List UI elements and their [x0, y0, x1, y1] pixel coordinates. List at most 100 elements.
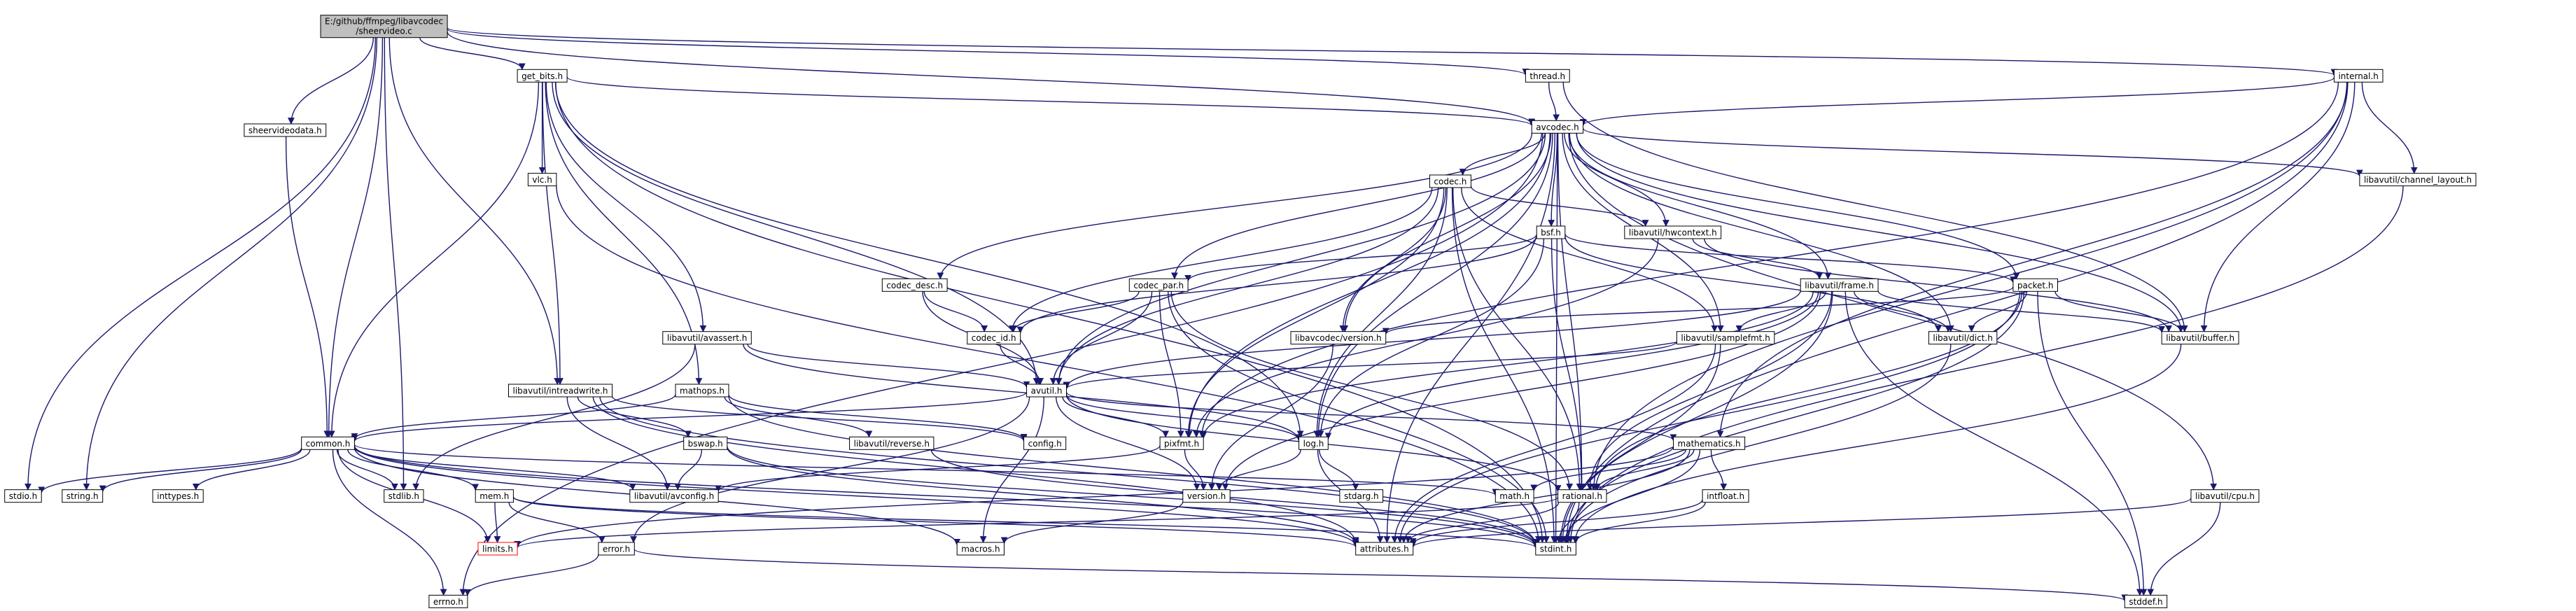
node-internal[interactable]: internal.h: [2334, 69, 2384, 83]
edge-root-to-intreadwrite: [388, 37, 561, 385]
node-box-vlc: [527, 173, 557, 187]
edge-common-to-errno: [332, 449, 447, 596]
edge-common-to-attributes: [354, 445, 1359, 547]
node-label-thread: thread.h: [1530, 71, 1565, 81]
node-codec_id[interactable]: codec_id.h: [967, 331, 1021, 345]
edge-root-to-string: [83, 37, 377, 491]
edge-packet-to-stddef: [2037, 291, 2148, 596]
edge-mathematics-to-attributes: [1400, 449, 1690, 543]
node-string[interactable]: string.h: [62, 489, 104, 503]
node-box-codec_id: [967, 331, 1021, 345]
edge-avcodec-to-codec_par: [1171, 133, 1542, 280]
edge-avassert-to-log: [743, 344, 1303, 442]
node-avcodec[interactable]: avcodec.h: [1531, 120, 1584, 134]
node-get_bits[interactable]: get_bits.h: [517, 69, 568, 83]
edge-get_bits-to-stdint: [555, 82, 1546, 543]
edge-codec_id-to-avutil: [1000, 344, 1044, 385]
node-intfloat[interactable]: intfloat.h: [1702, 489, 1749, 503]
node-label-codec_id: codec_id.h: [972, 333, 1016, 343]
node-log[interactable]: log.h: [1298, 436, 1329, 450]
node-samplefmt[interactable]: libavutil/samplefmt.h: [1676, 331, 1775, 345]
node-stddef[interactable]: stddef.h: [2124, 594, 2168, 608]
edge-avassert-to-stdlib: [412, 344, 696, 491]
edge-get_bits-to-intreadwrite: [542, 82, 564, 385]
node-bsf[interactable]: bsf.h: [1536, 225, 1566, 239]
node-codec[interactable]: codec.h: [1429, 174, 1471, 188]
node-label-inttypes: inttypes.h: [157, 491, 199, 501]
edge-avutil-to-pixfmt: [1062, 396, 1169, 438]
edge-frame-to-samplefmt: [1735, 291, 1826, 332]
node-version[interactable]: version.h: [1182, 489, 1231, 503]
node-label-get_bits: get_bits.h: [522, 71, 563, 81]
node-box-log: [1298, 436, 1329, 450]
node-limits[interactable]: limits.h: [477, 542, 518, 556]
node-label-attributes: attributes.h: [1360, 545, 1409, 554]
node-bswap[interactable]: bswap.h: [683, 436, 728, 450]
node-buffer[interactable]: libavutil/buffer.h: [2161, 331, 2239, 345]
node-box-inttypes: [152, 489, 204, 503]
edge-avcodec-to-codec: [1459, 133, 1546, 176]
node-sheervideodata[interactable]: sheervideodata.h: [244, 123, 327, 137]
node-stdint[interactable]: stdint.h: [1535, 542, 1576, 556]
node-avutil[interactable]: avutil.h: [1026, 384, 1067, 398]
node-stdlib[interactable]: stdlib.h: [384, 489, 424, 503]
node-codec_desc[interactable]: codec_desc.h: [881, 278, 948, 292]
node-common[interactable]: common.h: [301, 436, 355, 450]
node-avassert[interactable]: libavutil/avassert.h: [662, 331, 752, 345]
node-vlc[interactable]: vlc.h: [527, 173, 557, 187]
edge-get_bits-to-log: [554, 82, 1304, 438]
node-box-config: [1023, 436, 1067, 450]
node-reverse[interactable]: libavutil/reverse.h: [849, 436, 934, 450]
node-label-intreadwrite: libavutil/intreadwrite.h: [512, 386, 608, 396]
node-mathematics[interactable]: mathematics.h: [1673, 436, 1746, 450]
node-label-packet: packet.h: [2017, 281, 2054, 290]
node-label-pixfmt: pixfmt.h: [1164, 439, 1199, 449]
node-dict[interactable]: libavutil/dict.h: [1928, 331, 1998, 345]
edge-avcodec-to-buffer: [1576, 133, 2185, 332]
node-errno[interactable]: errno.h: [428, 594, 468, 608]
node-rational[interactable]: rational.h: [1558, 489, 1607, 503]
node-label-buffer: libavutil/buffer.h: [2166, 333, 2234, 343]
node-label-bswap: bswap.h: [688, 439, 723, 449]
edge-get_bits-to-common: [328, 82, 540, 438]
node-frame[interactable]: libavutil/frame.h: [1800, 278, 1879, 292]
node-mathops[interactable]: mathops.h: [675, 384, 729, 398]
node-config[interactable]: config.h: [1023, 436, 1067, 450]
node-label-stddef: stddef.h: [2129, 597, 2162, 607]
node-pixfmt[interactable]: pixfmt.h: [1159, 436, 1204, 450]
node-attributes[interactable]: attributes.h: [1355, 542, 1414, 556]
node-label-common: common.h: [306, 439, 351, 449]
node-stdio[interactable]: stdio.h: [4, 489, 42, 503]
node-channel_layout[interactable]: libavutil/channel_layout.h: [2359, 173, 2477, 187]
node-codec_par[interactable]: codec_par.h: [1128, 278, 1189, 292]
node-error[interactable]: error.h: [598, 542, 635, 556]
node-label-math: math.h: [1499, 491, 1530, 501]
node-lavc_version[interactable]: libavcodec/version.h: [1290, 331, 1387, 345]
node-macros[interactable]: macros.h: [956, 542, 1004, 556]
node-box-get_bits: [517, 69, 568, 83]
node-box-mathops: [675, 384, 729, 398]
node-box-reverse: [849, 436, 934, 450]
node-label-channel_layout: libavutil/channel_layout.h: [2364, 175, 2472, 185]
edge-frame-to-pixfmt: [1200, 291, 1814, 439]
node-thread[interactable]: thread.h: [1525, 69, 1570, 83]
edge-get_bits-to-avutil: [552, 82, 1040, 385]
node-root[interactable]: E:/github/ffmpeg/libavcodec/sheervideo.c: [320, 15, 448, 38]
edge-avcodec-to-channel_layout: [1583, 127, 2363, 177]
node-intreadwrite[interactable]: libavutil/intreadwrite.h: [508, 384, 612, 398]
node-math[interactable]: math.h: [1494, 489, 1534, 503]
node-inttypes[interactable]: inttypes.h: [152, 489, 204, 503]
edge-root-to-common: [325, 37, 384, 438]
edge-codec_par-to-avutil: [1049, 291, 1153, 385]
node-box-errno: [428, 594, 468, 608]
node-label-stdlib: stdlib.h: [388, 491, 419, 501]
node-hwcontext[interactable]: libavutil/hwcontext.h: [1624, 225, 1722, 239]
edge-intfloat-to-attributes: [1409, 499, 1703, 545]
node-packet[interactable]: packet.h: [2012, 278, 2058, 292]
node-avconfig[interactable]: libavutil/avconfig.h: [629, 489, 719, 503]
node-cpu[interactable]: libavutil/cpu.h: [2190, 489, 2260, 503]
node-stdarg[interactable]: stdarg.h: [1339, 489, 1384, 503]
edge-frame-to-avutil: [1063, 290, 1801, 389]
node-mem[interactable]: mem.h: [475, 489, 514, 503]
